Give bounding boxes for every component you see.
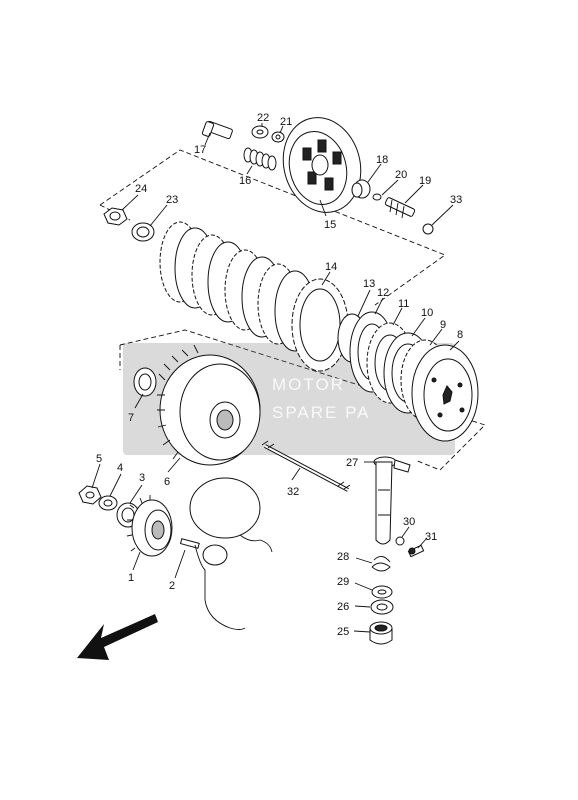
- push-rod-19: [384, 197, 416, 219]
- callout-3: 3: [139, 472, 145, 484]
- callout-24: 24: [135, 183, 147, 195]
- spring-28: [371, 556, 391, 572]
- callout-15: 15: [324, 219, 336, 231]
- washer-21: [271, 131, 285, 143]
- clutch-pack-group-frame: [119, 329, 486, 471]
- callout-16: 16: [239, 175, 251, 187]
- callout-33: 33: [450, 194, 462, 206]
- callout-19: 19: [419, 175, 431, 187]
- callout-23: 23: [166, 194, 178, 206]
- crankshaft-outline: [189, 477, 273, 630]
- friction-plate-14: [291, 278, 349, 372]
- washer-4: [98, 495, 118, 511]
- lock-washer-23: [131, 222, 155, 242]
- primary-drive-gear-1: [126, 495, 173, 557]
- bolt-17: [201, 120, 233, 140]
- callout-labels: 17 22 21 16 15 18 20 19 33 24 23 14 13 1…: [96, 112, 463, 638]
- lock-washer-3: [116, 502, 140, 528]
- push-rod-32: [261, 440, 351, 492]
- callout-29: 29: [337, 576, 349, 588]
- callout-12: 12: [377, 287, 389, 299]
- callout-6: 6: [164, 476, 170, 488]
- callout-2: 2: [169, 580, 175, 592]
- callout-9: 9: [440, 319, 446, 331]
- callout-10: 10: [421, 307, 433, 319]
- callout-7: 7: [128, 412, 134, 424]
- callout-11: 11: [398, 298, 409, 310]
- nut-5: [78, 485, 102, 505]
- callout-27: 27: [346, 457, 358, 469]
- callout-28: 28: [337, 551, 349, 563]
- ball-33: [422, 223, 434, 235]
- callout-20: 20: [395, 169, 407, 181]
- callout-26: 26: [337, 601, 349, 613]
- leader-lines: [91, 123, 460, 633]
- callout-17: 17: [194, 144, 206, 156]
- callout-8: 8: [457, 329, 463, 341]
- callout-21: 21: [280, 116, 292, 128]
- watermark-line2: SPARE PA: [272, 403, 371, 422]
- callout-5: 5: [96, 453, 102, 465]
- front-direction-arrow: [77, 614, 158, 660]
- callout-31: 31: [425, 531, 437, 543]
- callout-30: 30: [403, 516, 415, 528]
- clutch-housing-6: [157, 344, 261, 466]
- callout-25: 25: [337, 626, 349, 638]
- key-2: [179, 538, 200, 549]
- oil-seal-29: [371, 585, 393, 599]
- nut-22: [251, 125, 269, 139]
- push-lever-27: [373, 456, 411, 545]
- callout-1: 1: [128, 572, 134, 584]
- callout-4: 4: [117, 462, 123, 474]
- spring-16: [243, 147, 277, 171]
- callout-32: 32: [287, 486, 299, 498]
- clutch-plate-stack: [159, 221, 316, 352]
- washer-30: [395, 536, 405, 546]
- callout-22: 22: [257, 112, 269, 124]
- clutch-boss-8: [411, 344, 479, 442]
- pressure-plate-15: [282, 117, 362, 213]
- nut-24: [103, 207, 128, 226]
- ball-20: [372, 193, 382, 201]
- watermark-line1: MOTOR: [272, 375, 345, 394]
- callout-13: 13: [363, 278, 375, 290]
- bearing-25: [369, 621, 393, 645]
- bolt-31: [407, 544, 425, 558]
- washer-26: [370, 599, 394, 615]
- pusher-18: [351, 179, 371, 199]
- callout-14: 14: [325, 261, 337, 273]
- callout-18: 18: [376, 154, 388, 166]
- thrust-washer-7: [133, 367, 157, 397]
